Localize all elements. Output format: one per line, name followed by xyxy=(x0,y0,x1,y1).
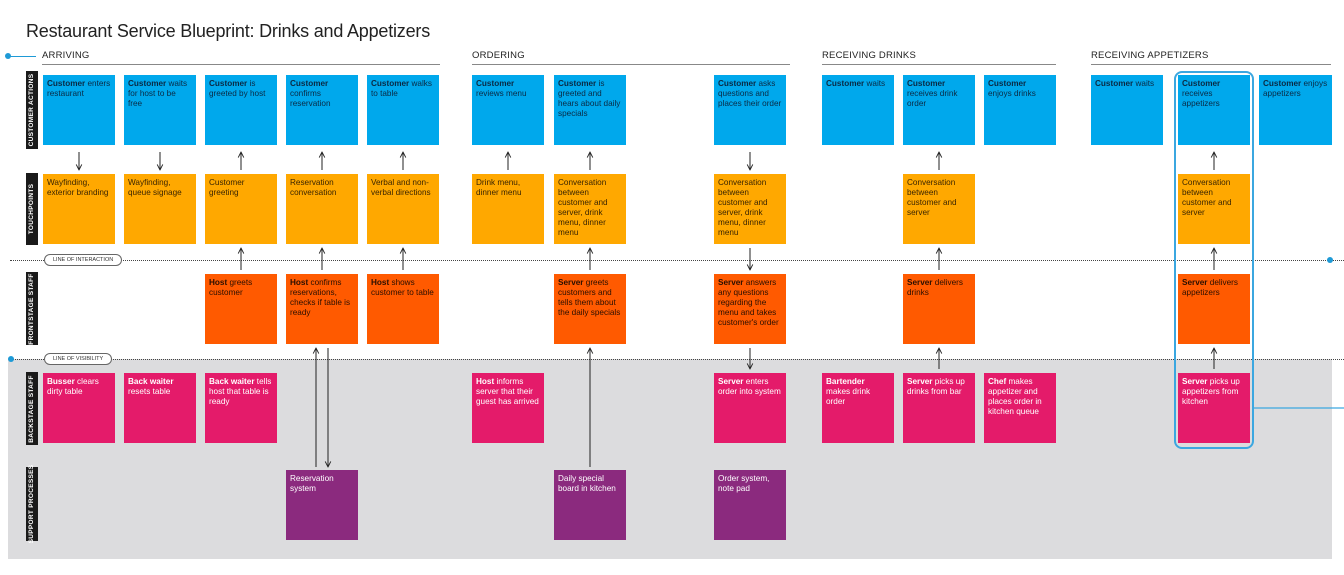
card-server-picks-up-drinks: Server picks up drinks from bar xyxy=(903,373,975,443)
card-order-system: Order system, note pad xyxy=(714,470,786,540)
card-touchpoint-greeting: Customer greeting xyxy=(205,174,277,244)
card-customer-walks: Customer walks to table xyxy=(367,75,439,145)
card-customer-hears-specials: Customer is greeted and hears about dail… xyxy=(554,75,626,145)
card-host-informs-server: Host informs server that their guest has… xyxy=(472,373,544,443)
card-back-waiter-resets: Back waiter resets table xyxy=(124,373,196,443)
card-touchpoint-conversation-appetizers: Conversation between customer and server xyxy=(1178,174,1250,244)
connector-dot xyxy=(5,53,11,59)
card-customer-orders: Customer asks questions and places their… xyxy=(714,75,786,145)
connector-dot xyxy=(1327,257,1333,263)
card-customer-waits-drinks: Customer waits xyxy=(822,75,894,145)
line-of-visibility xyxy=(10,359,1344,360)
phase-receiving-appetizers: RECEIVING APPETIZERS xyxy=(1091,50,1209,61)
card-server-picks-up-appetizers: Server picks up appetizers from kitchen xyxy=(1178,373,1250,443)
line-of-interaction-label: LINE OF INTERACTION xyxy=(44,254,123,266)
phase-rule xyxy=(1091,64,1331,65)
card-customer-reviews-menu: Customer reviews menu xyxy=(472,75,544,145)
card-customer-enjoys-drinks: Customer enjoys drinks xyxy=(984,75,1056,145)
card-touchpoint-conversation-order: Conversation between customer and server… xyxy=(714,174,786,244)
card-bartender-makes-drinks: Bartender makes drink order xyxy=(822,373,894,443)
card-back-waiter-tells-host: Back waiter tells host that table is rea… xyxy=(205,373,277,443)
card-customer-enjoys-appetizers: Customer enjoys appetizers xyxy=(1259,75,1332,145)
connector-dot xyxy=(8,356,14,362)
line-of-visibility-label: LINE OF VISIBILITY xyxy=(44,353,113,365)
connector-line xyxy=(10,56,36,57)
card-customer-receives-drinks: Customer receives drink order xyxy=(903,75,975,145)
lane-touchpoints: TOUCHPOINTS xyxy=(26,173,38,245)
phase-rule xyxy=(472,64,790,65)
card-customer-greeted: Customer is greeted by host xyxy=(205,75,277,145)
phase-rule xyxy=(42,64,440,65)
card-host-confirms: Host confirms reservations, checks if ta… xyxy=(286,274,358,344)
card-customer-enters: Customer enters restaurant xyxy=(43,75,115,145)
card-touchpoint-conversation-specials: Conversation between customer and server… xyxy=(554,174,626,244)
phase-ordering: ORDERING xyxy=(472,50,525,61)
card-touchpoint-reservation-conversation: Reservation conversation xyxy=(286,174,358,244)
lane-frontstage-staff: FRONTSTAGE STAFF xyxy=(26,272,38,345)
card-reservation-system: Reservation system xyxy=(286,470,358,540)
highlight-frame xyxy=(1174,71,1254,449)
card-server-takes-order: Server answers any questions regarding t… xyxy=(714,274,786,344)
card-server-delivers-drinks: Server delivers drinks xyxy=(903,274,975,344)
blueprint-title: Restaurant Service Blueprint: Drinks and… xyxy=(26,21,431,41)
phase-receiving-drinks: RECEIVING DRINKS xyxy=(822,50,916,61)
phase-rule xyxy=(822,64,1056,65)
card-customer-waits-appetizers: Customer waits xyxy=(1091,75,1163,145)
card-touchpoint-conversation-drinks: Conversation between customer and server xyxy=(903,174,975,244)
card-customer-waits-host: Customer waits for host to be free xyxy=(124,75,196,145)
card-host-shows-table: Host shows customer to table xyxy=(367,274,439,344)
lane-backstage-staff: BACKSTAGE STAFF xyxy=(26,372,38,445)
line-of-interaction xyxy=(10,260,1344,261)
phase-arriving: ARRIVING xyxy=(42,50,90,61)
card-busser-clears: Busser clears dirty table xyxy=(43,373,115,443)
lane-customer-actions: CUSTOMER ACTIONS xyxy=(26,71,38,149)
card-touchpoint-wayfinding-queue: Wayfinding, queue signage xyxy=(124,174,196,244)
card-server-greets: Server greets customers and tells them a… xyxy=(554,274,626,344)
lane-support-processes: SUPPORT PROCESSES xyxy=(26,465,38,543)
card-daily-special-board: Daily special board in kitchen xyxy=(554,470,626,540)
card-customer-receives-appetizers: Customer receives appetizers xyxy=(1178,75,1250,145)
card-touchpoint-wayfinding-exterior: Wayfinding, exterior branding xyxy=(43,174,115,244)
card-touchpoint-directions: Verbal and non-verbal directions xyxy=(367,174,439,244)
card-server-enters-order: Server enters order into system xyxy=(714,373,786,443)
card-chef-makes-appetizer: Chef makes appetizer and places order in… xyxy=(984,373,1056,443)
card-touchpoint-menus: Drink menu, dinner menu xyxy=(472,174,544,244)
card-host-greets: Host greets customer xyxy=(205,274,277,344)
card-customer-confirms: Customer confirms reservation xyxy=(286,75,358,145)
card-server-delivers-appetizers: Server delivers appetizers xyxy=(1178,274,1250,344)
